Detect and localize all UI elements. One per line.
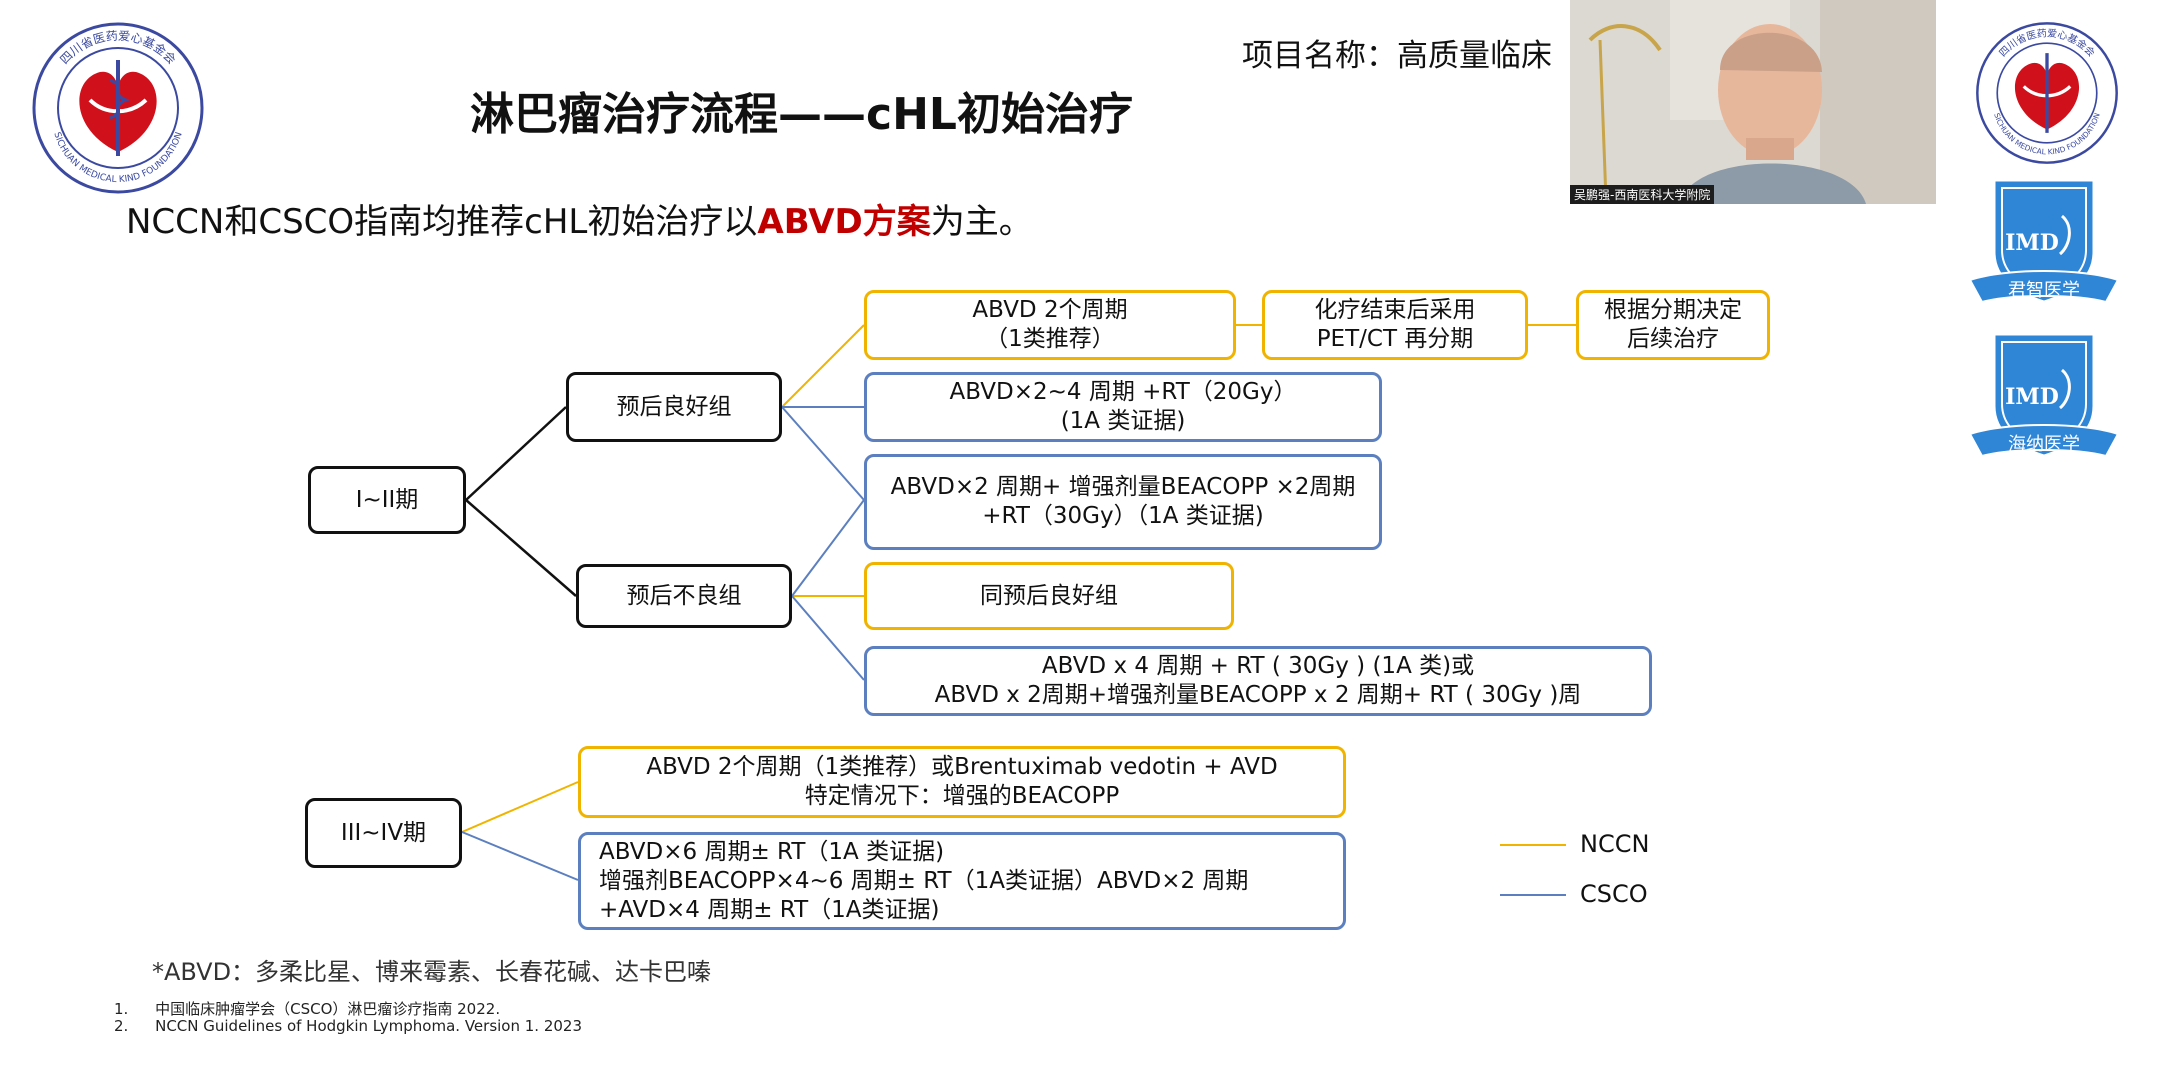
reference-2-number: 2. — [114, 1017, 129, 1035]
good-prognosis-label: 预后良好组 — [616, 393, 732, 420]
decide-line1: 根据分期决定 — [1604, 297, 1742, 323]
imd-badge-junzhi: IMD 君智医学 — [1966, 176, 2122, 324]
abvd-footnote: *ABVD：多柔比星、博来霉素、长春花碱、达卡巴嗪 — [152, 958, 712, 986]
pet-restage-box: 化疗结束后采用 PET/CT 再分期 — [1262, 290, 1528, 360]
poor-prognosis-box: 预后不良组 — [576, 564, 792, 628]
foundation-logo: 四川省医药爱心基金会 SICHUAN MEDICAL KIND FOUNDATI… — [30, 20, 206, 196]
stage-i-ii-box: I~II期 — [308, 466, 466, 534]
good-prognosis-box: 预后良好组 — [566, 372, 782, 442]
good-csco-line2: (1A 类证据) — [1060, 408, 1186, 434]
legend-nccn-label: NCCN — [1580, 830, 1650, 858]
legend-csco-label: CSCO — [1580, 880, 1648, 908]
advanced-nccn-box: ABVD 2个周期（1类推荐）或Brentuximab vedotin + AV… — [578, 746, 1346, 818]
poor-shared-line2: +RT（30Gy）（1A 类证据) — [982, 503, 1264, 529]
subtitle-post: 为主。 — [930, 202, 1033, 242]
advanced-nccn-line1: ABVD 2个周期（1类推荐）或Brentuximab vedotin + AV… — [646, 754, 1278, 780]
decide-followup-box: 根据分期决定 后续治疗 — [1576, 290, 1770, 360]
svg-text:IMD: IMD — [2005, 230, 2059, 256]
good-nccn-line1: ABVD 2个周期 — [972, 297, 1128, 323]
connector-stage1-poor — [465, 499, 577, 597]
svg-text:海纳医学: 海纳医学 — [2008, 434, 2080, 455]
advanced-csco-line2: 增强剂BEACOPP×4~6 周期± RT（1A类证据）ABVD×2 周期 — [599, 867, 1249, 894]
decide-line2: 后续治疗 — [1627, 326, 1719, 352]
stage-iii-iv-label: III~IV期 — [340, 819, 427, 846]
connector-poor-both — [791, 499, 865, 597]
poor-shared-box: ABVD×2 周期+ 增强剂量BEACOPP ×2周期 +RT（30Gy）（1A… — [864, 454, 1382, 550]
reference-1-number: 1. — [114, 1000, 129, 1018]
connector-stage1-good — [465, 406, 567, 501]
good-csco-box: ABVD×2~4 周期 +RT（20Gy） (1A 类证据) — [864, 372, 1382, 442]
poor-prognosis-label: 预后不良组 — [626, 582, 742, 609]
connector-stage3-csco — [461, 831, 579, 881]
poor-shared-line1: ABVD×2 周期+ 增强剂量BEACOPP ×2周期 — [890, 474, 1356, 500]
reference-2-text: NCCN Guidelines of Hodgkin Lymphoma. Ver… — [155, 1017, 583, 1035]
video-overlay[interactable]: 吴鹏强-西南医科大学附院 — [1570, 0, 1936, 204]
svg-text:君智医学: 君智医学 — [2008, 280, 2080, 301]
speaker-caption: 吴鹏强-西南医科大学附院 — [1570, 185, 1715, 204]
project-name: 项目名称：高质量临床 — [1242, 38, 1552, 74]
advanced-csco-box: ABVD×6 周期± RT（1A 类证据) 增强剂BEACOPP×4~6 周期±… — [578, 832, 1346, 930]
subtitle-pre: NCCN和CSCO指南均推荐cHL初始治疗以 — [126, 202, 758, 242]
connector-poor-csco — [791, 595, 865, 681]
good-nccn-box: ABVD 2个周期 （1类推荐） — [864, 290, 1236, 360]
connector-stage3-nccn — [461, 781, 579, 833]
poor-csco-box: ABVD x 4 周期 + RT ( 30Gy ) (1A 类)或 ABVD x… — [864, 646, 1652, 716]
poor-nccn-label: 同预后良好组 — [980, 582, 1118, 609]
pet-line2: PET/CT 再分期 — [1316, 326, 1474, 352]
reference-1-text: 中国临床肿瘤学会（CSCO）淋巴瘤诊疗指南 2022. — [155, 1000, 501, 1018]
advanced-csco-line1: ABVD×6 周期± RT（1A 类证据) — [599, 838, 945, 865]
stage-iii-iv-box: III~IV期 — [305, 798, 462, 868]
advanced-csco-line3: +AVD×4 周期± RT（1A类证据) — [599, 896, 940, 923]
poor-csco-line1: ABVD x 4 周期 + RT ( 30Gy ) (1A 类)或 — [1041, 653, 1475, 679]
connector-good-nccn — [781, 324, 865, 408]
good-nccn-line2: （1类推荐） — [985, 326, 1115, 352]
reference-1: 1. 中国临床肿瘤学会（CSCO）淋巴瘤诊疗指南 2022. — [114, 998, 500, 1019]
subtitle: NCCN和CSCO指南均推荐cHL初始治疗以ABVD方案为主。 — [126, 194, 1033, 243]
foundation-logo-right: 四川省医药爱心基金会 SICHUAN MEDICAL KIND FOUNDATI… — [1974, 20, 2120, 166]
slide-title: 淋巴瘤治疗流程——cHL初始治疗 — [470, 89, 1133, 140]
pet-line1: 化疗结束后采用 — [1314, 297, 1476, 323]
imd-badge-haina: IMD 海纳医学 — [1966, 330, 2122, 478]
good-csco-line1: ABVD×2~4 周期 +RT（20Gy） — [949, 379, 1297, 405]
subtitle-highlight: ABVD方案 — [757, 202, 931, 242]
reference-2: 2. NCCN Guidelines of Hodgkin Lymphoma. … — [114, 1017, 582, 1035]
stage-i-ii-label: I~II期 — [355, 486, 419, 513]
advanced-nccn-line2: 特定情况下：增强的BEACOPP — [804, 783, 1120, 809]
svg-text:IMD: IMD — [2005, 384, 2059, 410]
poor-nccn-box: 同预后良好组 — [864, 562, 1234, 630]
poor-csco-line2: ABVD x 2周期+增强剂量BEACOPP x 2 周期+ RT ( 30Gy… — [934, 682, 1582, 708]
connector-good-both — [781, 406, 865, 501]
